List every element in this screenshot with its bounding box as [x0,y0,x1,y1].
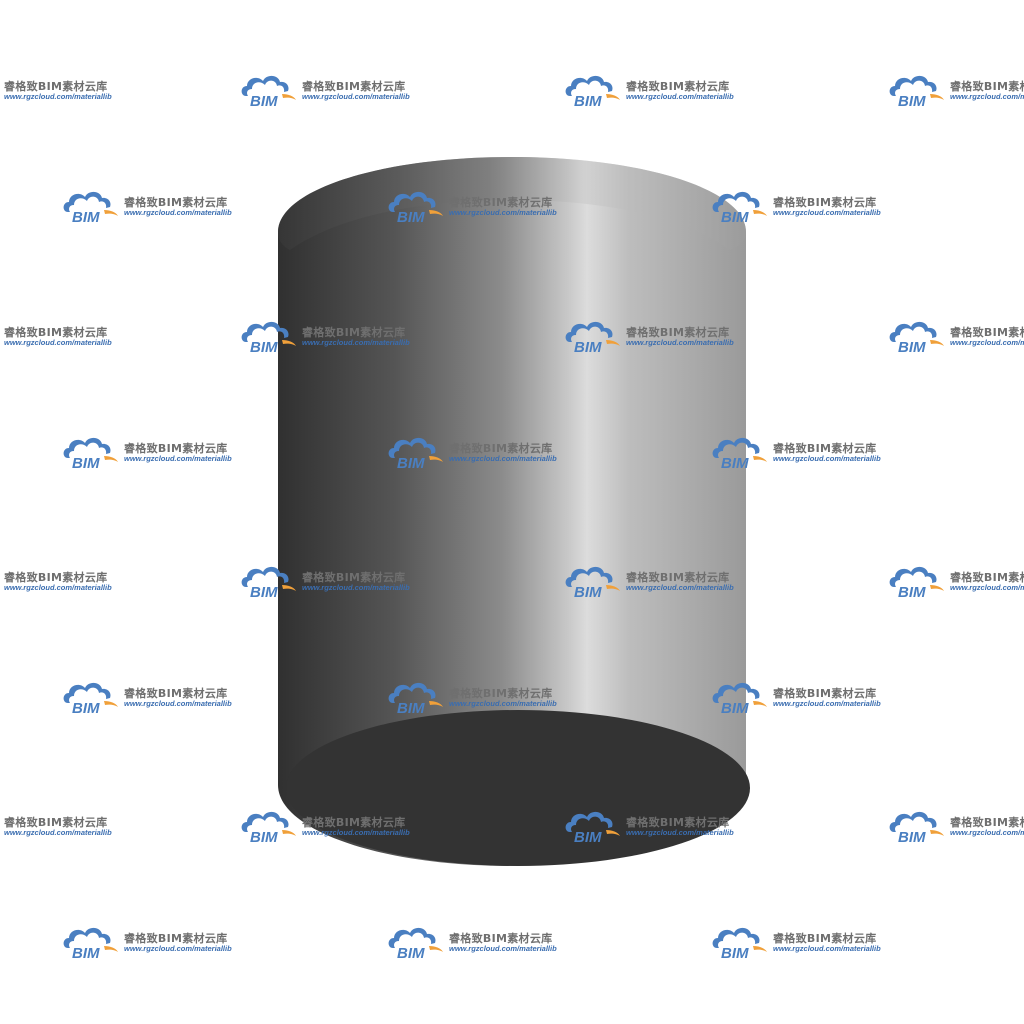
cylinder-bottom-face [286,710,750,866]
cylinder-top-edge [278,157,746,250]
